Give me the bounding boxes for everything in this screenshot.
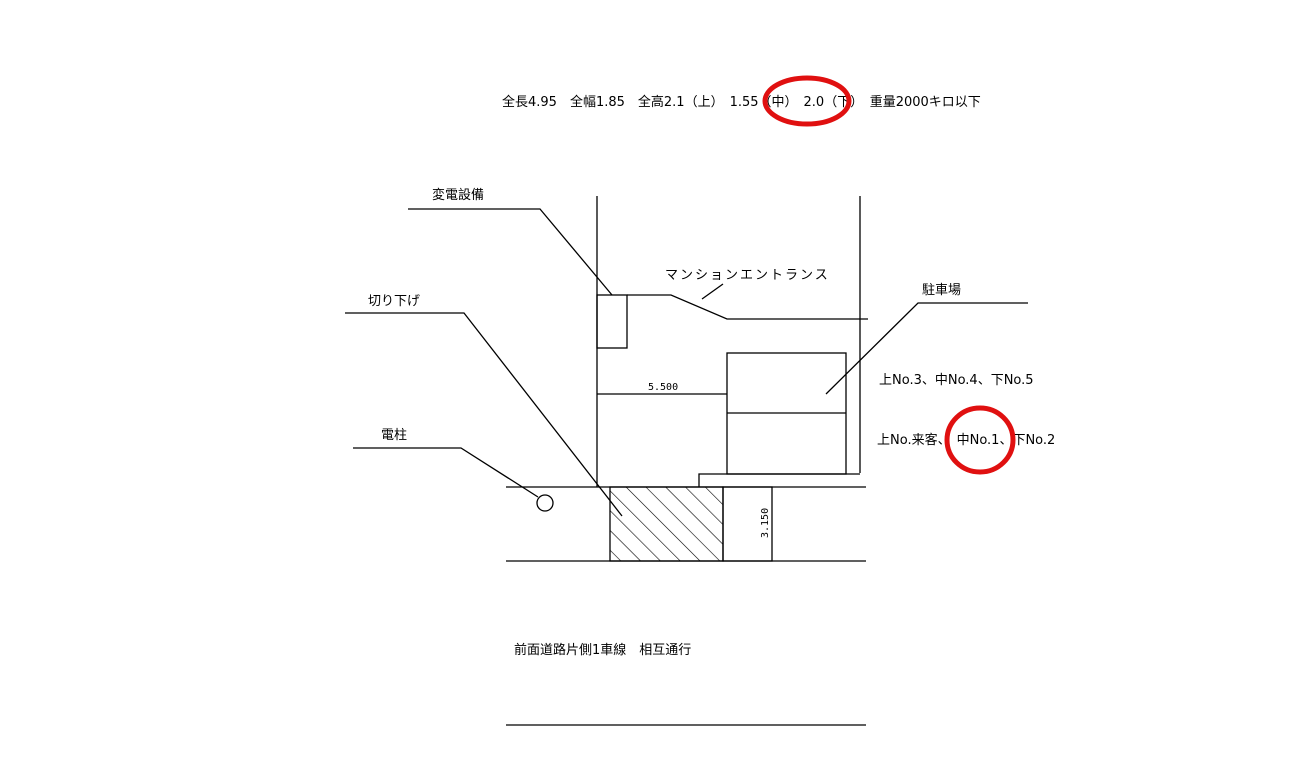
sidewalk-rect	[722, 486, 773, 562]
parking-row2-a: 上No.来客、	[877, 432, 951, 448]
parking-row2-c: 下No.2	[1012, 433, 1055, 448]
label-parking: 駐車場	[922, 283, 961, 298]
utility-pole-symbol	[536, 494, 554, 512]
parking-numbers-row1: 上No.3、中No.4、下No.5	[879, 373, 1034, 388]
substation-box	[596, 294, 628, 349]
parking-numbers-row2: 上No.来客、中No.1、下No.2	[877, 432, 1055, 448]
entrance-outline	[627, 294, 868, 320]
parking-row2-b: 中No.1、	[957, 433, 1013, 448]
label-entrance: マンションエントランス	[665, 268, 830, 283]
spec-part-1: 全長4.95 全幅1.85 全高2.1（上）	[502, 94, 724, 110]
highlight-circle-parking	[944, 405, 1016, 475]
leader-entrance	[701, 283, 724, 300]
parking-base	[698, 473, 860, 487]
cut-down-hatched-area	[609, 486, 724, 562]
leader-cut-down	[345, 312, 623, 517]
label-substation: 変電設備	[432, 187, 484, 203]
spec-part-3: 2.0（下） 重量2000キロ以下	[804, 94, 981, 110]
leader-substation	[408, 208, 613, 296]
highlight-circle-spec	[762, 75, 852, 127]
vehicle-spec-text: 全長4.95 全幅1.85 全高2.1（上）1.55（中）2.0（下） 重量20…	[502, 94, 981, 110]
label-cut-down: 切り下げ	[368, 294, 420, 309]
label-pole: 電柱	[381, 428, 407, 443]
dimension-width-text: 5.500	[648, 382, 678, 393]
leader-parking	[825, 302, 1028, 395]
dimension-depth-text: 3.150	[760, 508, 771, 538]
road-description: 前面道路片側1車線 相互通行	[514, 642, 691, 658]
leader-pole	[353, 447, 539, 498]
